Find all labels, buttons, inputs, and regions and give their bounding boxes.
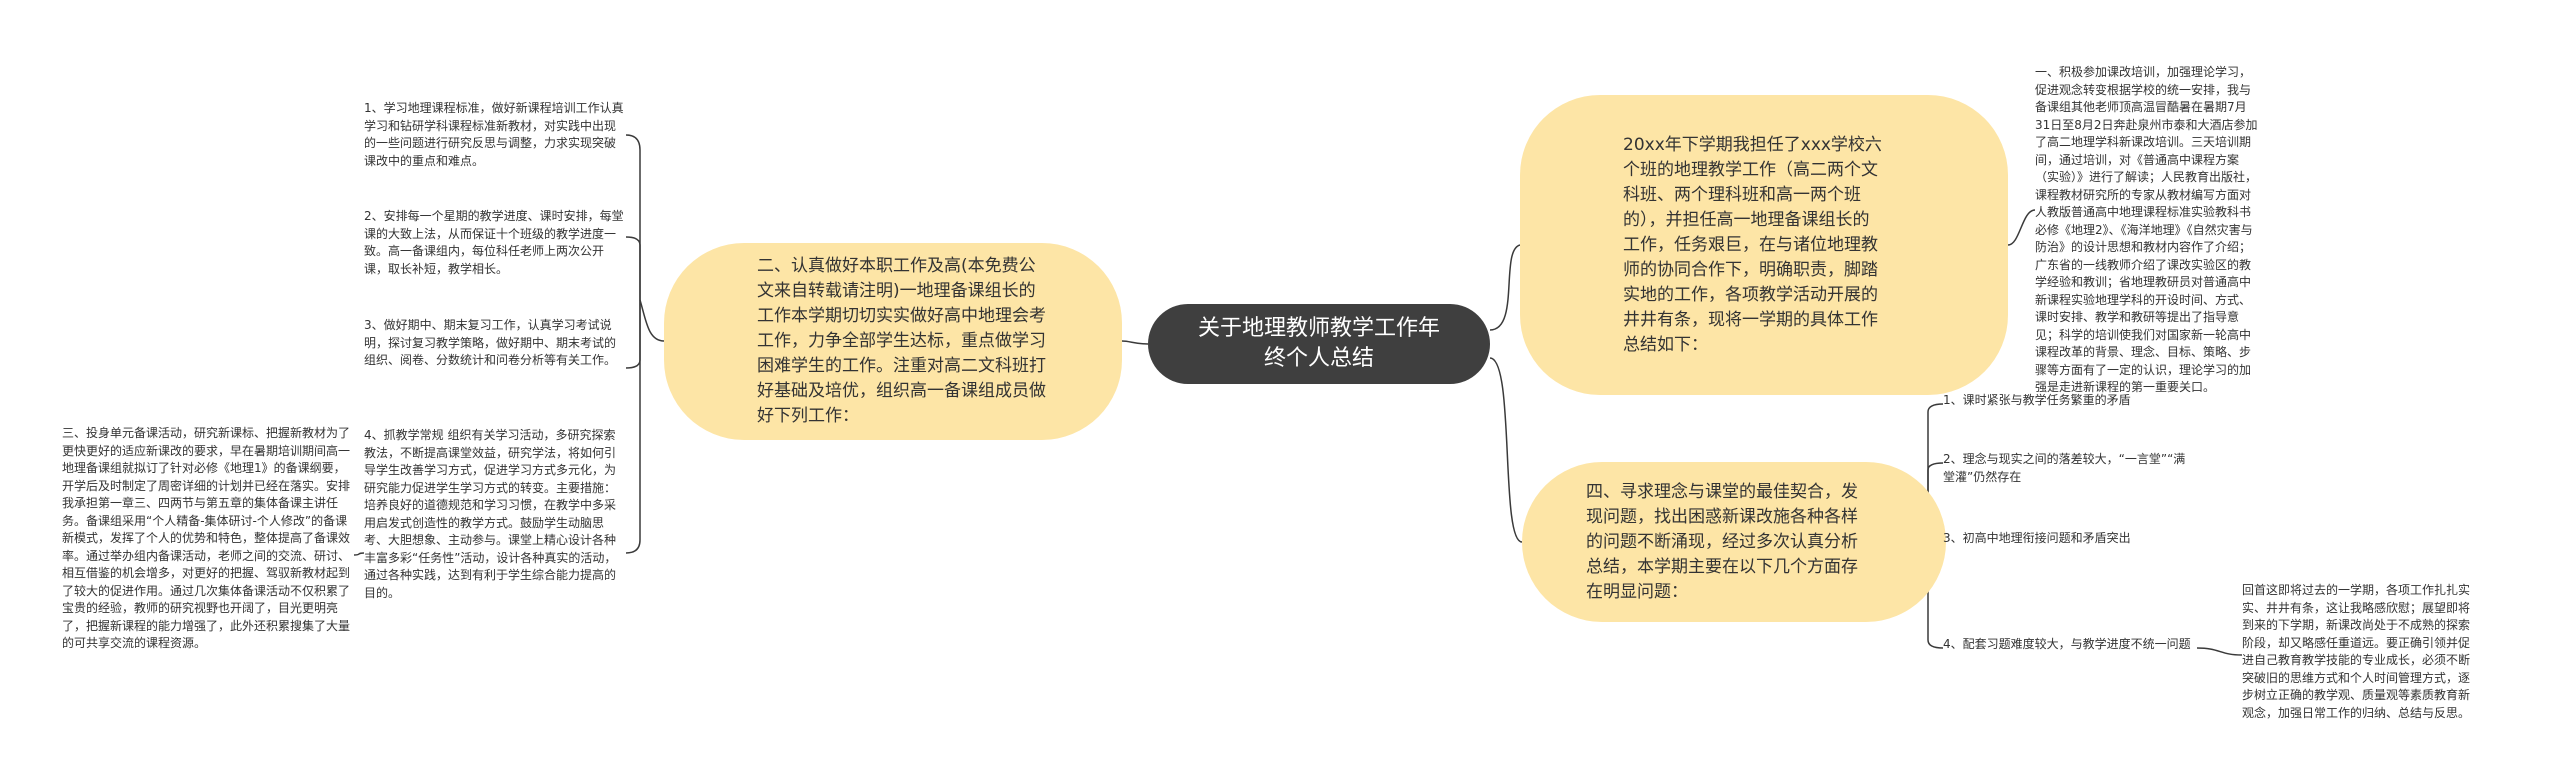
central-topic-text: 关于地理教师教学工作年终个人总结 <box>1197 316 1440 371</box>
leaf-topic-1-1[interactable]: 一、积极参加课改培训，加强理论学习，促进观念转变根据学校的统一安排，我与备课组其… <box>2035 65 2258 394</box>
leaf-topic-2-3[interactable]: 3、做好期中、期末复习工作，认真学习考试说明，探讨复习教学策略，做好期中、期末考… <box>364 318 617 367</box>
link-center-branch-3 <box>1489 357 1523 543</box>
leaf-topic-2-4[interactable]: 4、抓教学常规 组织有关学习活动，多研究探索教法，不断提高课堂效益，研究学法，将… <box>364 428 617 600</box>
leaf-topic-3-2[interactable]: 2、理念与现实之间的落差较大，“一言堂”“满堂灌”仍然存在 <box>1943 452 2186 484</box>
link-center-branch-1 <box>1489 244 1521 331</box>
branch-topic-3[interactable]: 四、寻求理念与课堂的最佳契合，发现问题，找出困惑新课改施各种各样的问题不断涌现，… <box>1522 462 1946 622</box>
branch-topic-2-text: 二、认真做好本职工作及高(本免费公文来自转载请注明)一地理备课组长的工作本学期切… <box>757 256 1046 426</box>
leaf-topic-2-2[interactable]: 2、安排每一个星期的教学进度、课时安排，每堂课的大致上法，从而保证十个班级的教学… <box>364 209 624 276</box>
leaf-topic-2-5[interactable]: 三、投身单元备课活动，研究新课标、把握新教材为了更快更好的适应新课改的要求，早在… <box>62 426 351 650</box>
leaf-topic-2-1[interactable]: 1、学习地理课程标准，做好新课程培训工作认真学习和钻研学科课程标准新教材，对实践… <box>364 101 624 168</box>
branch-topic-1-text: 20xx年下学期我担任了xxx学校六个班的地理教学工作（高二两个文科班、两个理科… <box>1623 134 1882 355</box>
link-branch-1-leaf <box>2007 209 2036 246</box>
leaf-topic-3-1[interactable]: 1、课时紧张与教学任务繁重的矛盾 <box>1943 393 2131 407</box>
branch-topic-3-text: 四、寻求理念与课堂的最佳契合，发现问题，找出困惑新课改施各种各样的问题不断涌现，… <box>1586 481 1858 602</box>
link-branch-2-leaves <box>639 299 665 342</box>
leaf-topic-3-5[interactable]: 回首这即将过去的一学期，各项工作扎扎实实、井井有条，这让我略感欣慰；展望即将到来… <box>2242 583 2471 720</box>
leaf-topic-3-3[interactable]: 3、初高中地理衔接问题和矛盾突出 <box>1943 531 2131 545</box>
leaf-topic-3-4[interactable]: 4、配套习题难度较大，与教学进度不统一问题 <box>1943 637 2191 651</box>
link-center-branch-2 <box>1121 340 1149 345</box>
link-leaf-3d-leaf-3e <box>2196 647 2243 656</box>
link-leaf-2d-leaf-2e <box>353 552 365 556</box>
central-topic[interactable]: 关于地理教师教学工作年终个人总结 <box>1148 304 1490 384</box>
branch-topic-1[interactable]: 20xx年下学期我担任了xxx学校六个班的地理教学工作（高二两个文科班、两个理科… <box>1520 95 2008 395</box>
branch-topic-2[interactable]: 二、认真做好本职工作及高(本免费公文来自转载请注明)一地理备课组长的工作本学期切… <box>664 243 1122 440</box>
